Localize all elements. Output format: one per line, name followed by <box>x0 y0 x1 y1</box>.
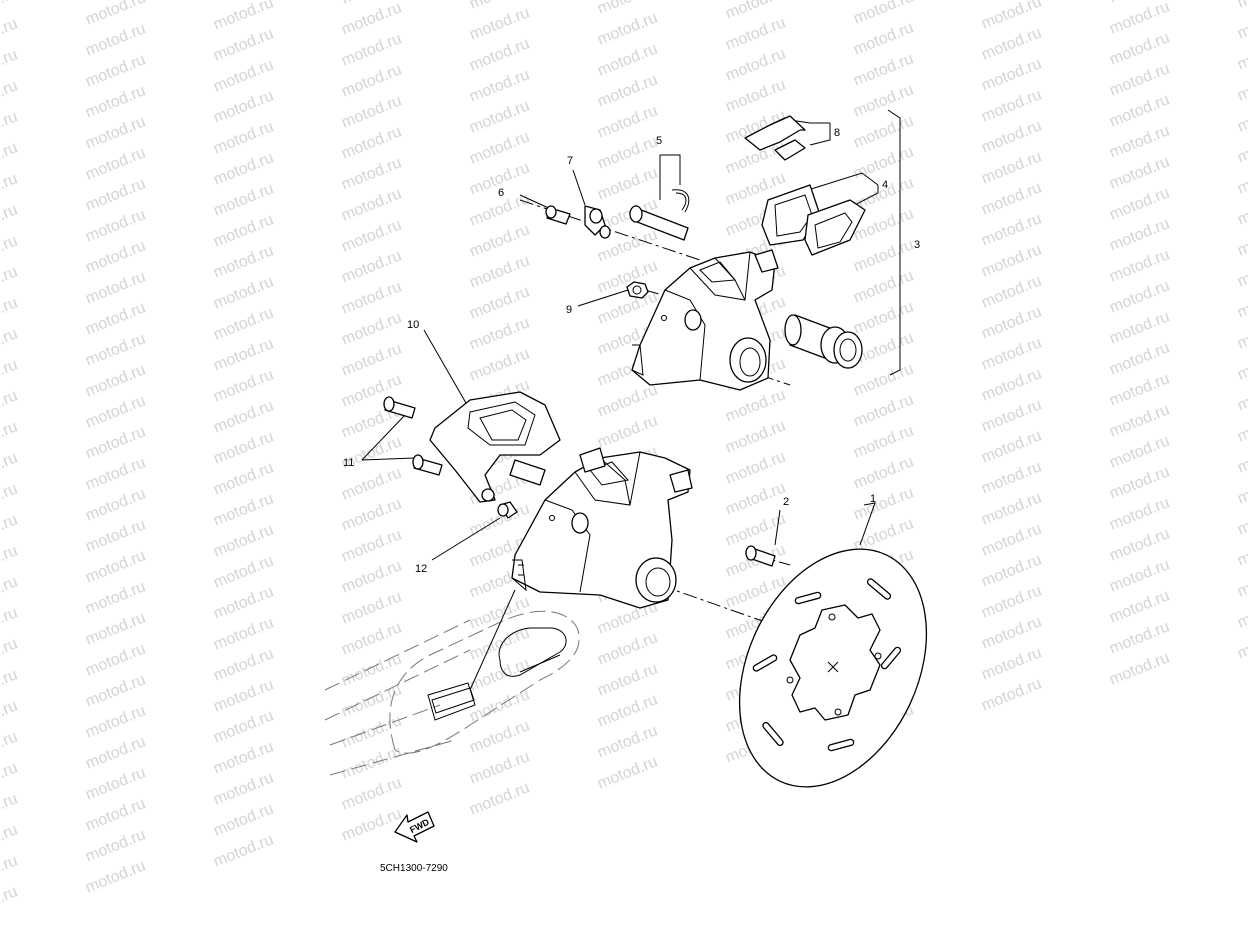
callout-6: 6 <box>498 187 504 199</box>
callout-9: 9 <box>566 304 572 316</box>
caliper-guard <box>429 391 561 503</box>
callout-10: 10 <box>407 319 419 331</box>
callout-8: 8 <box>834 127 840 139</box>
callout-7: 7 <box>567 155 573 167</box>
brake-disc <box>738 548 928 788</box>
bleed-cap <box>584 205 611 239</box>
callout-2: 2 <box>783 496 789 508</box>
diagram-code: 5CH1300-7290 <box>380 863 448 874</box>
brake-pad-set <box>761 184 866 256</box>
caliper-nut <box>626 281 649 299</box>
caliper-small-bolt <box>497 501 518 519</box>
callout-labels: 1 2 3 4 5 6 7 8 9 10 11 12 <box>343 127 920 575</box>
caliper-assembled <box>509 447 693 609</box>
callout-11: 11 <box>343 457 354 469</box>
pad-spring <box>744 115 806 161</box>
pad-pin <box>629 189 690 241</box>
callout-1: 1 <box>870 493 876 505</box>
bleed-screw <box>545 205 571 225</box>
swingarm-outline <box>324 610 580 776</box>
disc-slots <box>752 578 902 752</box>
callout-3: 3 <box>914 239 920 251</box>
watermark-text: motod.ru <box>0 883 20 922</box>
callout-12: 12 <box>415 563 427 575</box>
disc-bolt <box>745 545 776 567</box>
watermark-text: motod.ru <box>1235 0 1248 12</box>
guard-bolts <box>383 396 443 476</box>
callout-4: 4 <box>882 179 888 191</box>
callout-5: 5 <box>656 135 662 147</box>
caliper-piston <box>784 314 863 369</box>
fwd-arrow-icon: FWD <box>394 811 435 843</box>
caliper-assembly-exploded <box>631 249 779 391</box>
